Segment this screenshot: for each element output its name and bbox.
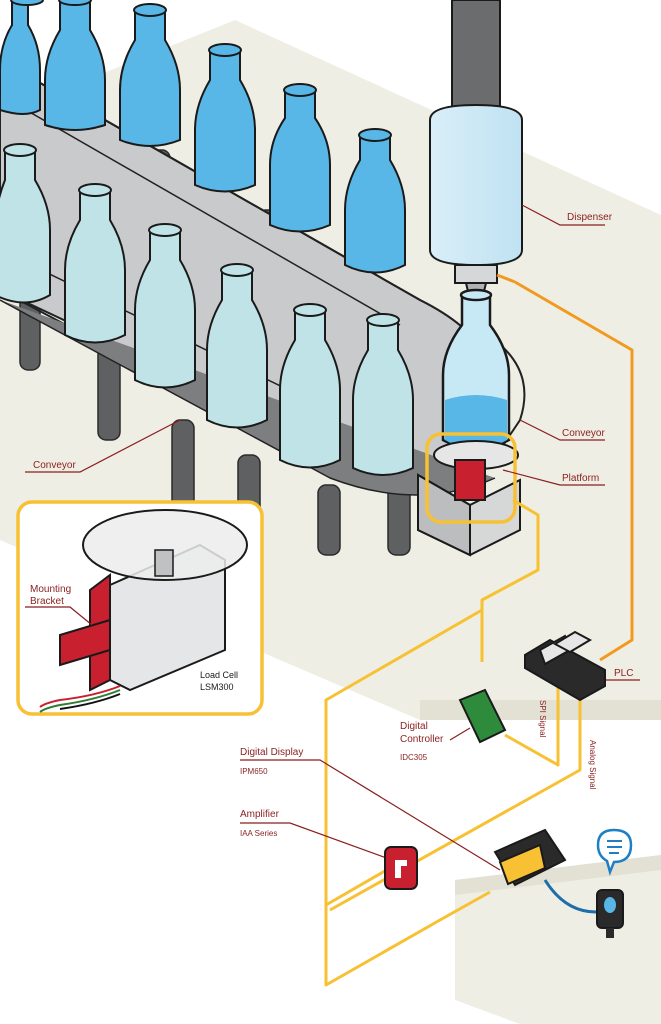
platform-highlight: [425, 432, 517, 524]
load-cell-label: Load Cell: [200, 670, 238, 680]
bottle-on-platform: [441, 288, 511, 451]
sensor-device: [543, 879, 624, 938]
bottles-empty-row: [0, 143, 414, 476]
chat-bubble-icon[interactable]: [596, 828, 633, 876]
platform-label: Platform: [562, 473, 599, 484]
analog-signal-label: Analog Signal: [588, 740, 597, 790]
digital-display-model-label: IPM650: [240, 767, 268, 776]
load-cell-model-label: LSM300: [200, 682, 234, 692]
amplifier-label: Amplifier: [240, 809, 280, 820]
digital-display-label: Digital Display: [240, 747, 303, 758]
digital-controller-model-label: IDC305: [400, 753, 428, 762]
platform-stand: [417, 440, 521, 557]
digital-controller-label-1: Digital: [400, 721, 428, 732]
amplifier-model-label: IAA Series: [240, 829, 277, 838]
bottles-filled-row: [0, 0, 406, 274]
mounting-bracket-label-1: Mounting: [30, 584, 71, 595]
digital-display: [493, 828, 567, 887]
dispenser-label: Dispenser: [567, 212, 613, 223]
spi-signal-label: SPI Signal: [538, 700, 547, 738]
amplifier-unit: [384, 846, 418, 890]
leader-lines: [25, 204, 640, 871]
dispenser: [429, 0, 523, 440]
load-cell-inset: [16, 500, 264, 716]
digital-controller: [458, 688, 507, 744]
digital-controller-label-2: Controller: [400, 734, 444, 745]
plc-unit: [524, 630, 606, 702]
plc-label: PLC: [614, 668, 633, 679]
conveyor-left-label: Conveyor: [33, 460, 76, 471]
mounting-bracket-label-2: Bracket: [30, 596, 64, 607]
conveyor-right-label: Conveyor: [562, 428, 605, 439]
